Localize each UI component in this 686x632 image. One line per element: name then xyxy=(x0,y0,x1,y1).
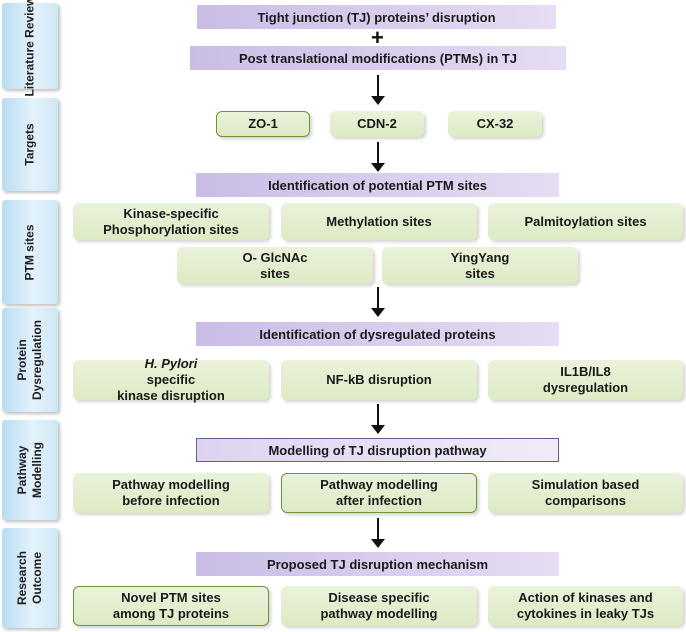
arrow-down xyxy=(371,287,385,317)
stage-label: PTM sites xyxy=(22,223,37,281)
ptm-in-tj-box: Post translational modifications (PTMs) … xyxy=(190,46,566,70)
target-cdn2: CDN-2 xyxy=(330,111,424,137)
stage-pathway-modelling: Pathway Modelling xyxy=(2,420,58,520)
arrow-down xyxy=(371,518,385,548)
stage-label: Targets xyxy=(22,123,37,166)
stage-targets: Targets xyxy=(2,98,58,191)
plus-sign: + xyxy=(371,25,384,50)
stage-label: Literature Review xyxy=(22,0,37,97)
stage-label: Research Outcome xyxy=(15,550,44,606)
arrow-down xyxy=(371,404,385,434)
proposed-mechanism-box: Proposed TJ disruption mechanism xyxy=(196,552,559,576)
arrow-down xyxy=(371,142,385,172)
stage-ptm-sites: PTM sites xyxy=(2,200,58,304)
palmitoylation-box: Palmitoylation sites xyxy=(488,203,683,240)
stage-label: Protein Dysregulation xyxy=(15,319,45,401)
nfkb-box: NF-kB disruption xyxy=(281,360,477,400)
stage-label: Pathway Modelling xyxy=(15,442,44,498)
methylation-box: Methylation sites xyxy=(281,203,477,240)
target-zo1: ZO-1 xyxy=(216,111,310,137)
tj-disruption-box: Tight junction (TJ) proteins’ disruption xyxy=(197,5,556,29)
arrow-down xyxy=(371,75,385,105)
stage-protein-dysregulation: Protein Dysregulation xyxy=(2,308,58,412)
ptm-identification-box: Identification of potential PTM sites xyxy=(196,173,559,197)
dysregulated-proteins-box: Identification of dysregulated proteins xyxy=(196,322,559,346)
hpylori-kinase-box: H. Pylori specific kinase disruption xyxy=(73,356,269,403)
stage-research-outcome: Research Outcome xyxy=(2,528,58,628)
target-cx32: CX-32 xyxy=(448,111,542,137)
stage-literature-review: Literature Review xyxy=(2,0,58,96)
tj-pathway-modelling-box: Modelling of TJ disruption pathway xyxy=(196,438,559,462)
